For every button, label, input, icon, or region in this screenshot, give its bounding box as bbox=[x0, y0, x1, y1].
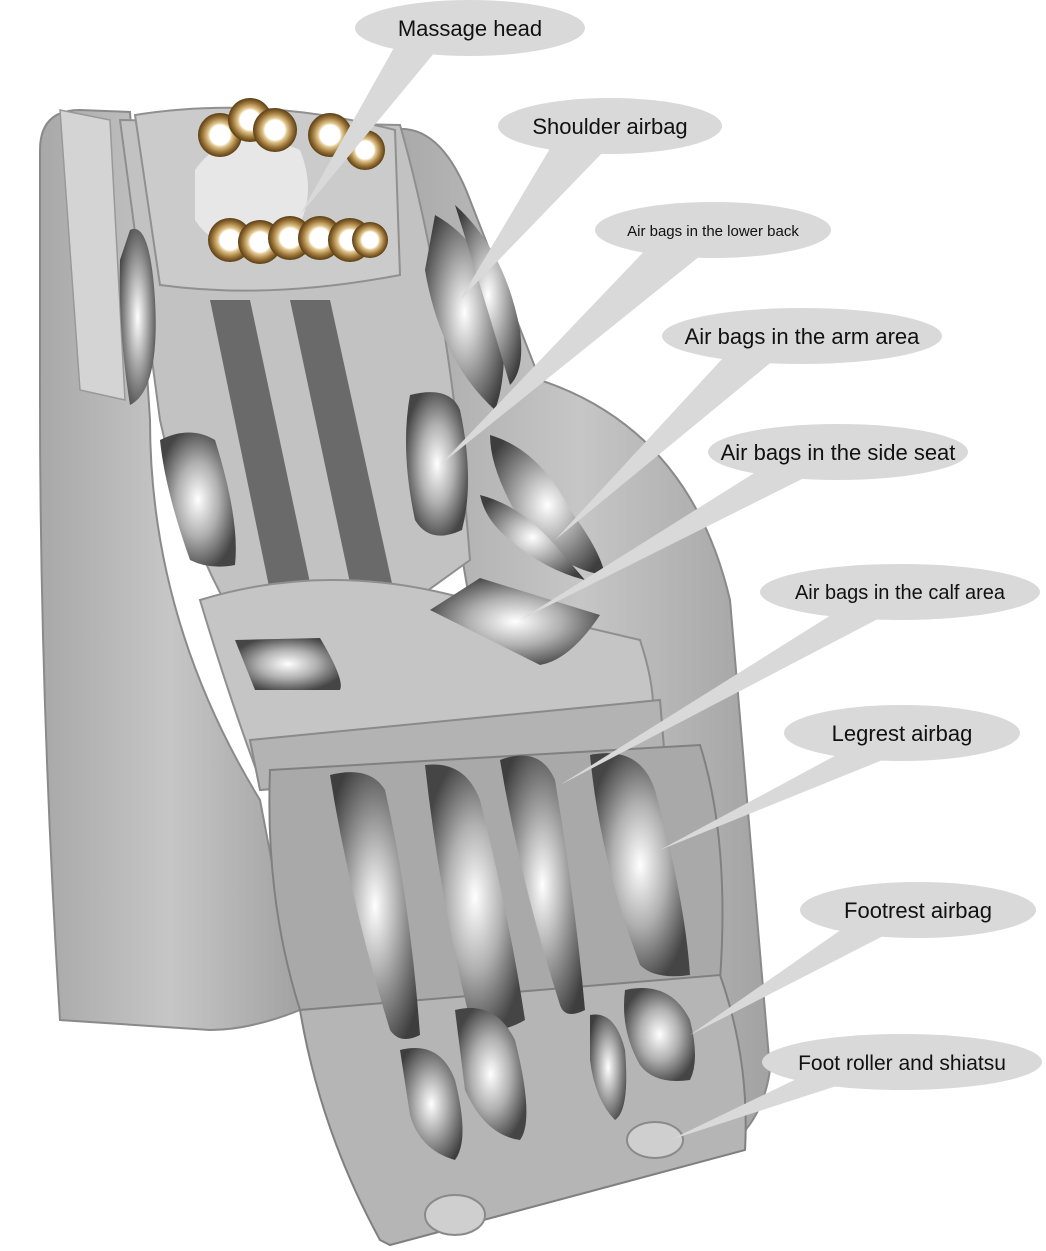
label-side-seat: Air bags in the side seat bbox=[721, 440, 956, 465]
label-calf-area: Air bags in the calf area bbox=[795, 582, 1006, 604]
label-legrest: Legrest airbag bbox=[832, 721, 973, 746]
label-arm-area: Air bags in the arm area bbox=[685, 324, 921, 349]
label-foot-roller: Foot roller and shiatsu bbox=[798, 1052, 1006, 1075]
label-lower-back: Air bags in the lower back bbox=[627, 223, 799, 240]
label-footrest: Footrest airbag bbox=[844, 898, 992, 923]
label-shoulder-airbag: Shoulder airbag bbox=[532, 114, 687, 139]
label-massage-head: Massage head bbox=[398, 16, 542, 41]
lower-back-airbag bbox=[406, 392, 468, 535]
